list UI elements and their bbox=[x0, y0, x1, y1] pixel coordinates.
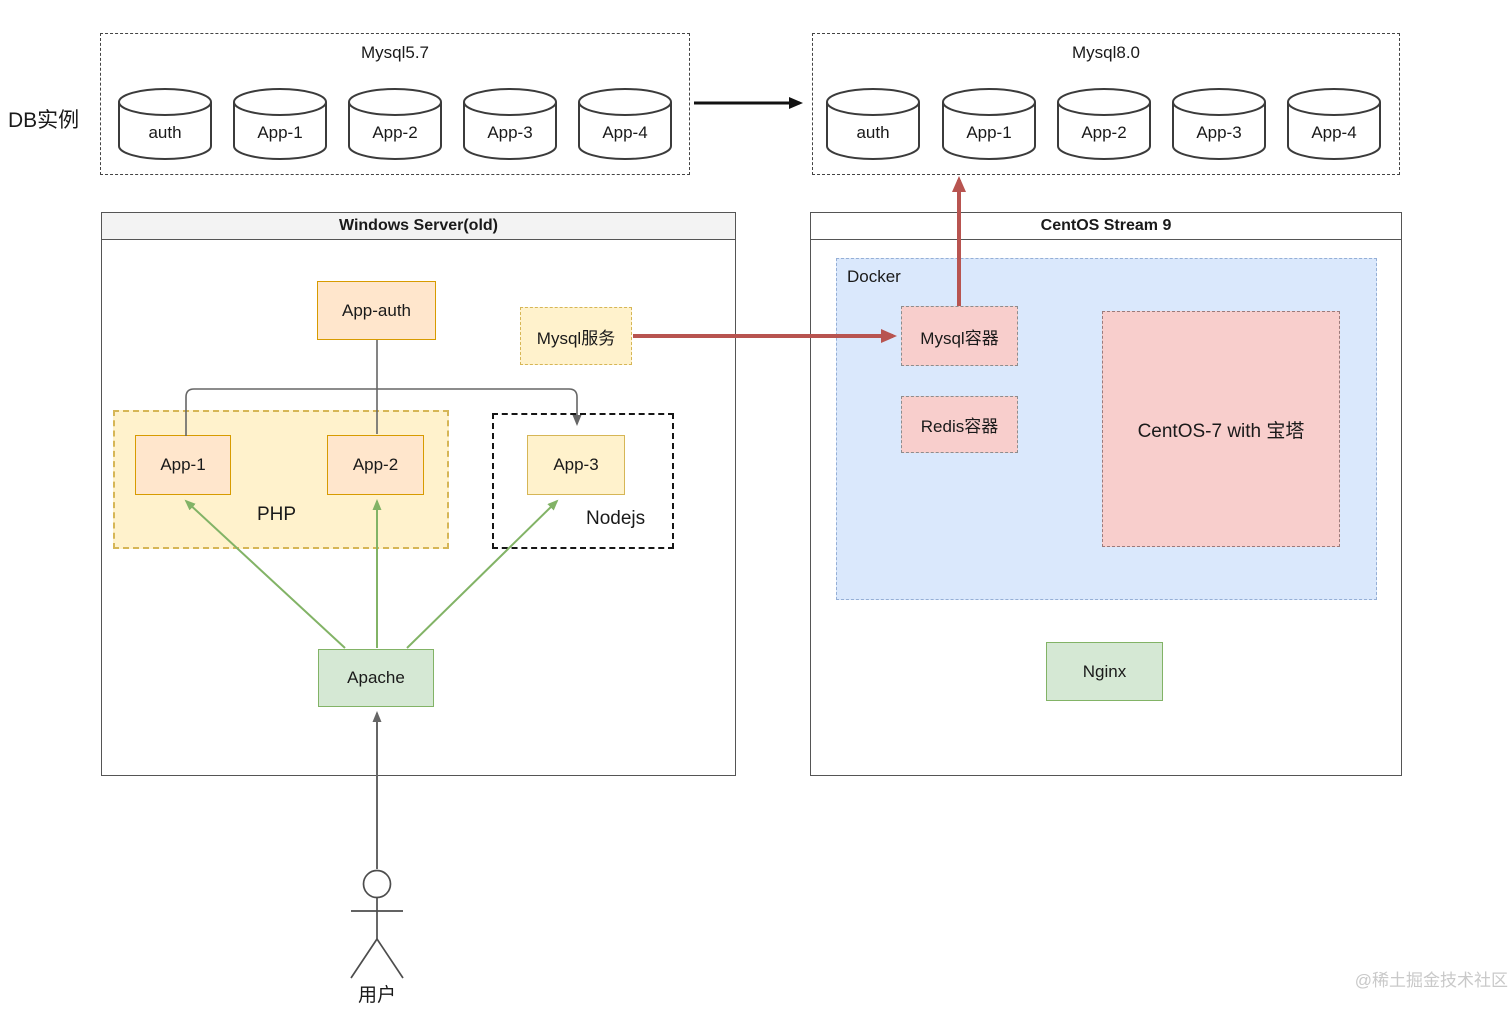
db-cylinder-label: App-3 bbox=[487, 123, 533, 142]
db-cylinder-app2: App-2 bbox=[1056, 87, 1152, 161]
app2-node: App-2 bbox=[327, 435, 424, 495]
nodejs-group-label: Nodejs bbox=[586, 508, 646, 529]
php-group-label: PHP bbox=[257, 504, 297, 525]
nginx-node: Nginx bbox=[1046, 642, 1163, 701]
database-icon bbox=[1057, 88, 1151, 160]
mysql57-title: Mysql5.7 bbox=[360, 43, 430, 62]
db-cylinder-label: App-4 bbox=[602, 123, 648, 142]
db-cylinder-app3: App-3 bbox=[1171, 87, 1267, 161]
db-cylinder-label: App-3 bbox=[1196, 123, 1242, 142]
database-icon bbox=[233, 88, 327, 160]
db-cylinder-label: App-2 bbox=[1081, 123, 1127, 142]
db-cylinder-label: App-4 bbox=[1311, 123, 1357, 142]
app3-node: App-3 bbox=[527, 435, 625, 495]
db-cylinder-label: App-1 bbox=[966, 123, 1012, 142]
db-cylinder-auth: auth bbox=[825, 87, 921, 161]
db-cylinder-app4: App-4 bbox=[577, 87, 673, 161]
windows-server-title: Windows Server(old) bbox=[102, 213, 735, 240]
mysql-service-node: Mysql服务 bbox=[520, 307, 632, 365]
database-icon bbox=[1287, 88, 1381, 160]
app1-node: App-1 bbox=[135, 435, 231, 495]
database-icon bbox=[942, 88, 1036, 160]
database-icon bbox=[1172, 88, 1266, 160]
db-instances-label: DB实例 bbox=[8, 109, 80, 132]
database-icon bbox=[826, 88, 920, 160]
db-cylinder-auth: auth bbox=[117, 87, 213, 161]
mysql-container-node: Mysql容器 bbox=[901, 306, 1018, 366]
user-label: 用户 bbox=[357, 985, 396, 1006]
db-cylinder-app1: App-1 bbox=[941, 87, 1037, 161]
app-auth-node: App-auth bbox=[317, 281, 436, 340]
db-cylinder-app3: App-3 bbox=[462, 87, 558, 161]
db-cylinder-app4: App-4 bbox=[1286, 87, 1382, 161]
database-icon bbox=[348, 88, 442, 160]
db-cylinder-label: App-2 bbox=[372, 123, 418, 142]
database-icon bbox=[463, 88, 557, 160]
centos-title: CentOS Stream 9 bbox=[811, 213, 1401, 240]
docker-label: Docker bbox=[847, 267, 901, 286]
mysql80-title: Mysql8.0 bbox=[1071, 43, 1141, 62]
user-icon bbox=[350, 869, 404, 979]
redis-container-node: Redis容器 bbox=[901, 396, 1018, 453]
db-cylinder-label: App-1 bbox=[257, 123, 303, 142]
db-cylinder-app2: App-2 bbox=[347, 87, 443, 161]
watermark: @稀土掘金技术社区 bbox=[1354, 971, 1508, 990]
db-cylinder-app1: App-1 bbox=[232, 87, 328, 161]
database-icon bbox=[578, 88, 672, 160]
database-icon bbox=[118, 88, 212, 160]
centos7-baota-node: CentOS-7 with 宝塔 bbox=[1102, 311, 1340, 547]
db-cylinder-label: auth bbox=[148, 123, 182, 142]
db-cylinder-label: auth bbox=[856, 123, 890, 142]
apache-node: Apache bbox=[318, 649, 434, 707]
